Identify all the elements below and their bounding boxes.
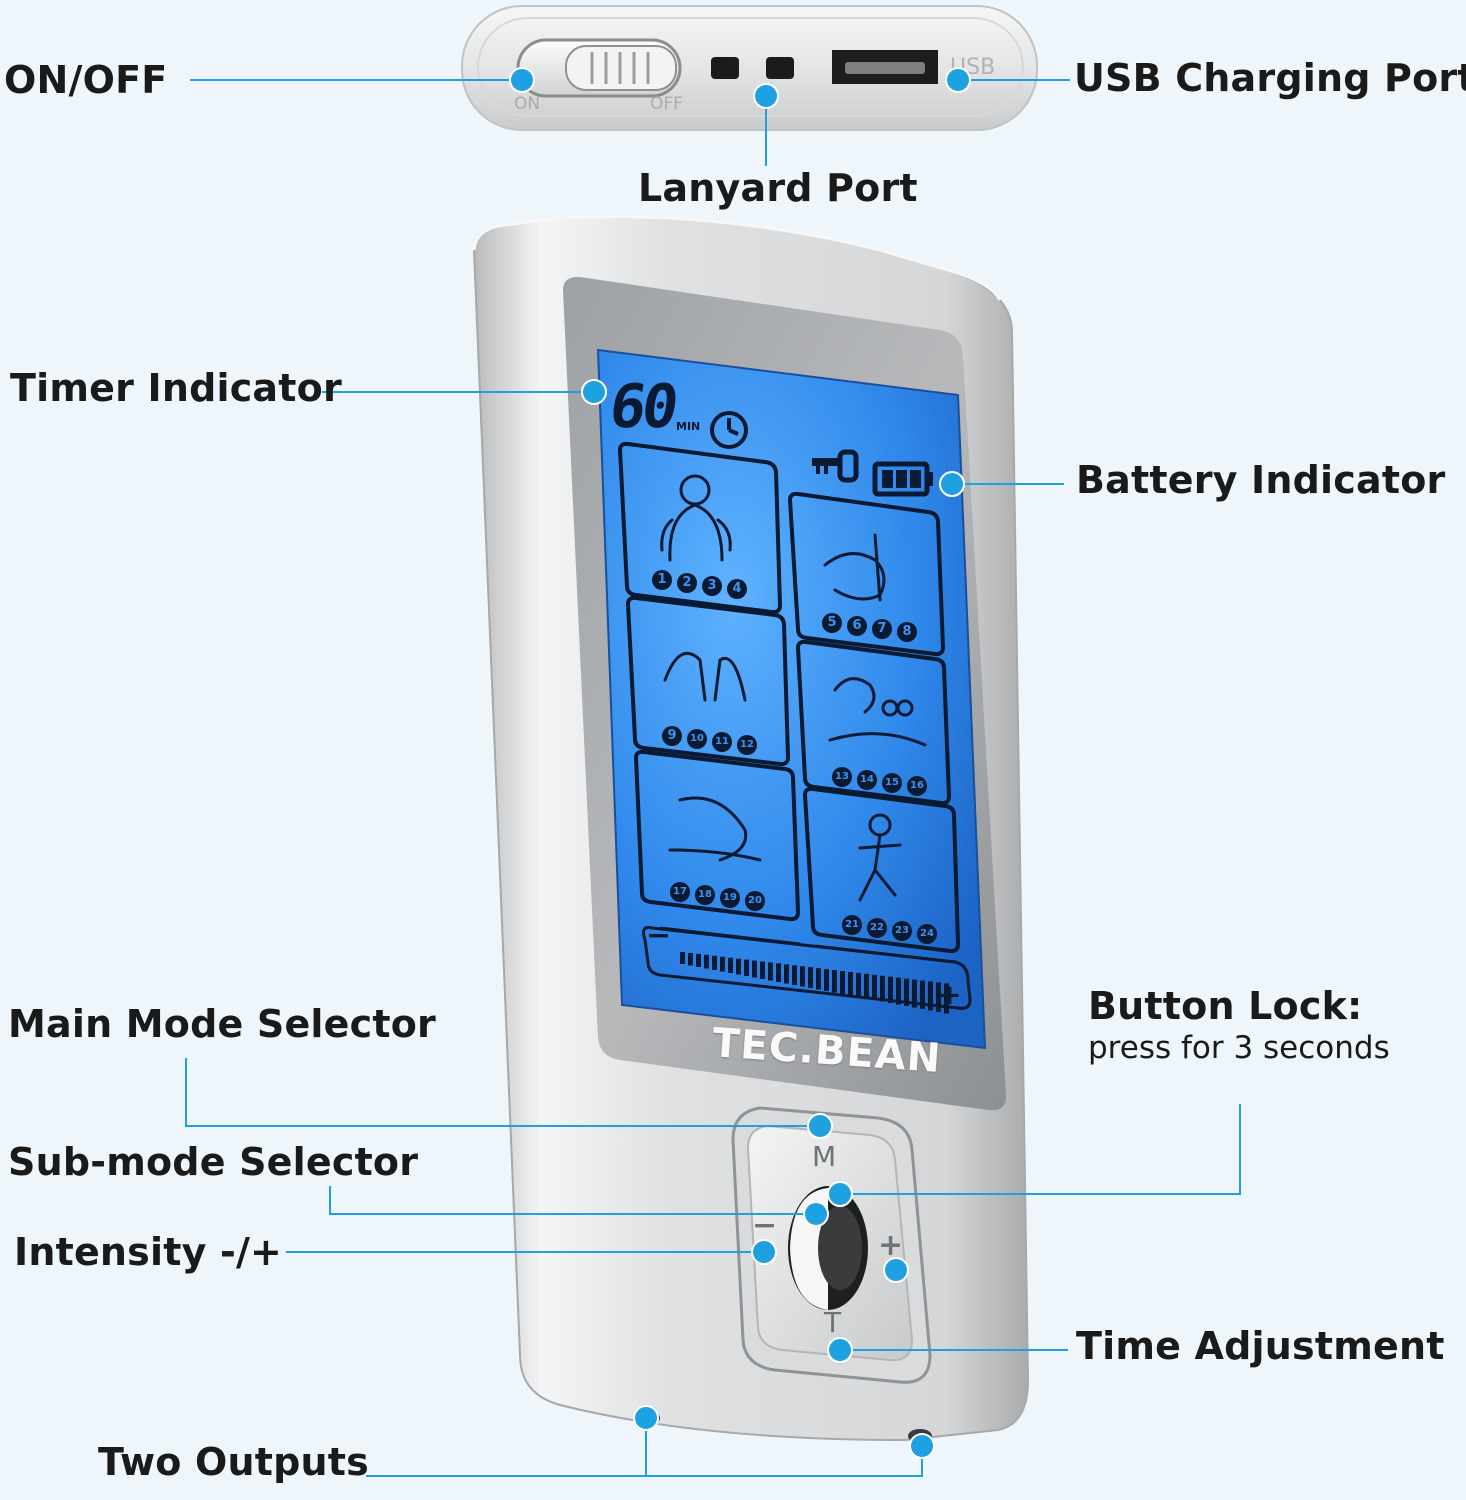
mode-number: 11 (712, 732, 732, 752)
mode-number: 5 (822, 613, 842, 633)
dot-timer (581, 379, 607, 405)
mode-number: 2 (677, 573, 697, 593)
label-timer-indicator: Timer Indicator (10, 366, 342, 410)
mode-number: 4 (727, 579, 747, 599)
label-usb-port: USB Charging Port (1074, 56, 1466, 100)
mode-number: 18 (695, 885, 715, 905)
intensity-minus: − (646, 918, 672, 953)
lanyard-hole (766, 57, 794, 79)
key-icon (812, 449, 859, 483)
mode-number: 22 (867, 918, 887, 938)
mode-number: 19 (720, 888, 740, 908)
battery-icon (872, 461, 933, 497)
mode-number: 7 (872, 619, 892, 639)
mode-number: 3 (702, 576, 722, 596)
top-edge (461, 5, 1038, 131)
body-pictograms (660, 474, 927, 902)
label-on-off: ON/OFF (4, 58, 168, 102)
dot-sub-mode (803, 1201, 829, 1227)
mode-number: 21 (842, 915, 862, 935)
mode-number: 6 (847, 616, 867, 636)
label-button-lock: Button Lock: (1088, 984, 1363, 1028)
lanyard-hole (711, 57, 739, 79)
label-two-outputs: Two Outputs (98, 1440, 369, 1484)
dot-lanyard (753, 83, 779, 109)
intensity-plus: + (938, 978, 962, 1011)
button-t-label: T (824, 1306, 842, 1339)
mode-number: 10 (687, 729, 707, 749)
timer-unit: MIN (676, 420, 701, 433)
dot-button-lock (827, 1181, 853, 1207)
dot-usb (945, 67, 971, 93)
mode-number: 17 (670, 882, 690, 902)
label-intensity: Intensity -/+ (14, 1230, 283, 1274)
button-m-label: M (812, 1140, 837, 1173)
dot-intensity-minus (751, 1239, 777, 1265)
mode-number: 20 (745, 891, 765, 911)
label-main-mode-selector: Main Mode Selector (8, 1002, 436, 1046)
power-switch[interactable] (516, 38, 682, 98)
mode-number: 8 (897, 622, 917, 642)
dot-output-right (909, 1433, 935, 1459)
label-button-lock-note: press for 3 seconds (1088, 1030, 1390, 1066)
mode-panels (617, 441, 961, 954)
dot-on-off (509, 67, 535, 93)
mode-number: 24 (917, 924, 937, 944)
mode-number: 14 (857, 770, 877, 790)
label-battery-indicator: Battery Indicator (1076, 458, 1446, 502)
mode-number: 13 (832, 767, 852, 787)
usb-port (832, 50, 938, 84)
mode-number: 1 (652, 570, 672, 590)
dot-output-left (633, 1405, 659, 1431)
lcd-screen (596, 348, 987, 1050)
switch-on-text: ON (514, 94, 541, 114)
dot-intensity-plus (883, 1257, 909, 1283)
dot-battery (939, 471, 965, 497)
mode-number: 9 (662, 726, 682, 746)
mode-number: 23 (892, 921, 912, 941)
mode-number: 16 (907, 776, 927, 796)
mode-number: 15 (882, 773, 902, 793)
label-sub-mode-selector: Sub-mode Selector (8, 1140, 419, 1184)
clock-icon (710, 411, 748, 449)
mode-number: 12 (737, 735, 757, 755)
dot-time (827, 1337, 853, 1363)
button-plus-label: + (878, 1228, 904, 1263)
dot-main-mode (807, 1113, 833, 1139)
label-time-adjustment: Time Adjustment (1076, 1324, 1445, 1368)
switch-off-text: OFF (650, 94, 683, 114)
intensity-bar (642, 926, 972, 1014)
label-lanyard-port: Lanyard Port (638, 166, 918, 210)
